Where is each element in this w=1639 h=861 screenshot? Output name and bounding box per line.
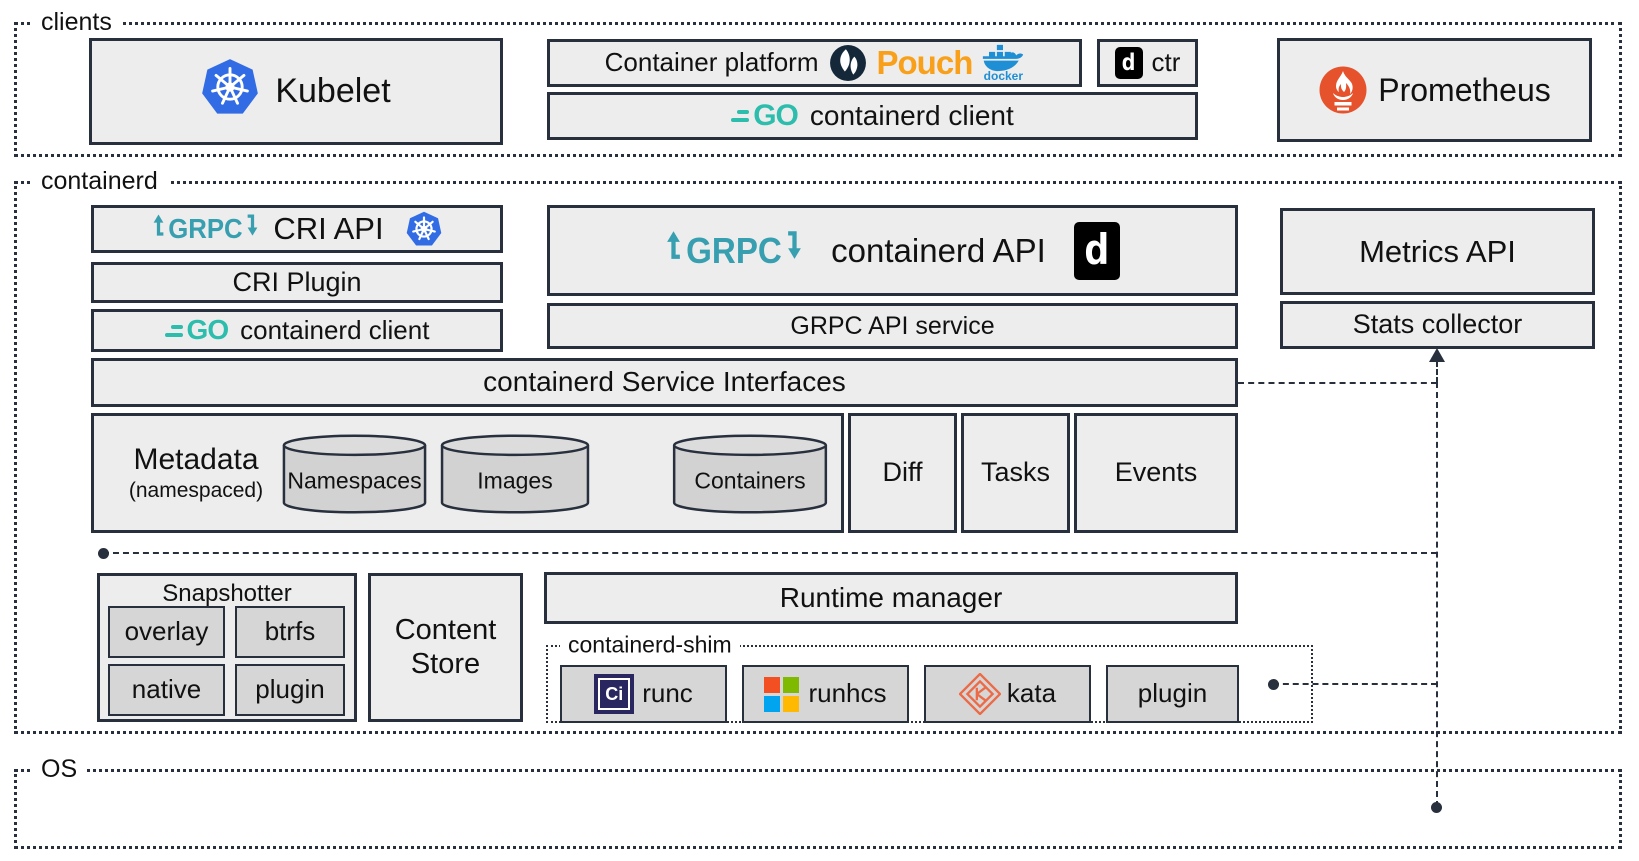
containerd-shim-label: containerd-shim <box>560 631 740 659</box>
kata-label: kata <box>1006 678 1057 709</box>
cri-plugin-label: CRI Plugin <box>232 266 362 297</box>
containerd-client-top-label: containerd client <box>809 99 1014 131</box>
connector-vertical-down <box>1436 382 1438 807</box>
service-interfaces-box: containerd Service Interfaces <box>91 358 1238 407</box>
microsoft-icon <box>764 676 800 712</box>
native-snapshotter-label: native <box>131 674 202 705</box>
btrfs-snapshotter-label: btrfs <box>264 616 316 647</box>
grpc-icon: GRPC <box>152 213 259 245</box>
containers-store-label: Containers <box>694 468 806 495</box>
containerd-client-box: GO containerd client <box>91 309 503 352</box>
arrowhead-stats-collector <box>1429 348 1445 362</box>
plugin-snapshotter-label: plugin <box>255 674 325 705</box>
containerd-section: containerd <box>14 167 1622 734</box>
grpc-api-service-label: GRPC API service <box>790 311 995 340</box>
containerd-logo-icon: d <box>1114 47 1143 79</box>
connector-vertical-up <box>1436 361 1438 383</box>
go-icon: GO <box>731 99 799 134</box>
go-icon: GO <box>164 314 229 346</box>
diff-service-box: Diff <box>848 413 957 533</box>
namespaces-store-cylinder: Namespaces <box>281 433 428 515</box>
grpc-api-service-box: GRPC API service <box>547 303 1238 349</box>
connector-dot-os <box>1431 802 1442 813</box>
clients-section: clients <box>14 8 1622 157</box>
prometheus-box: Prometheus <box>1277 38 1592 142</box>
overlay-snapshotter-box: overlay <box>108 606 225 658</box>
container-platform-box: Container platform Pouch docker <box>547 39 1082 87</box>
plugin-shim-label: plugin <box>1137 678 1208 709</box>
tasks-service-label: Tasks <box>980 457 1051 488</box>
containerd-api-box: GRPC containerd API d <box>547 205 1238 296</box>
native-snapshotter-box: native <box>108 664 225 716</box>
docker-icon: docker <box>982 44 1024 82</box>
containerd-client-top-box: GO containerd client <box>547 92 1198 140</box>
plugin-snapshotter-box: plugin <box>235 664 345 716</box>
metrics-api-label: Metrics API <box>1359 233 1516 269</box>
connector-service-interfaces-to-stats <box>1238 382 1437 384</box>
ctr-label: ctr <box>1151 47 1181 78</box>
images-store-cylinder: Images <box>439 433 591 515</box>
containerd-section-label: containerd <box>31 167 168 197</box>
connector-dot-left <box>98 548 109 559</box>
docker-wordmark: docker <box>983 69 1024 83</box>
metadata-title: Metadata <box>133 442 259 476</box>
runhcs-shim-box: runhcs <box>742 665 909 723</box>
kubernetes-icon <box>406 211 442 247</box>
grpc-icon: GRPC <box>665 230 803 271</box>
metadata-text: Metadata (namespaced) <box>106 416 286 530</box>
snapshotter-title: Snapshotter <box>162 580 292 607</box>
metrics-api-box: Metrics API <box>1280 208 1595 295</box>
kubernetes-icon <box>201 58 259 125</box>
kubelet-box: Kubelet <box>89 38 503 145</box>
pouch-wordmark: Pouch <box>876 44 974 82</box>
ctr-box: d ctr <box>1097 39 1198 87</box>
events-service-label: Events <box>1114 457 1198 488</box>
stats-collector-label: Stats collector <box>1352 309 1523 340</box>
namespaces-store-label: Namespaces <box>287 468 422 495</box>
metadata-box: Metadata (namespaced) Namespaces Images … <box>91 413 844 533</box>
kata-shim-box: kata <box>924 665 1091 723</box>
kata-icon <box>958 673 1001 715</box>
runhcs-label: runhcs <box>808 678 887 709</box>
diff-service-label: Diff <box>882 457 923 488</box>
content-store-box: Content Store <box>368 573 523 722</box>
oci-runc-icon: Ci <box>594 674 635 714</box>
runc-label: runc <box>642 678 693 709</box>
pouch-icon <box>829 44 867 82</box>
snapshotter-box: Snapshotter overlay btrfs native plugin <box>97 573 357 722</box>
runc-shim-box: Ci runc <box>560 665 727 723</box>
plugin-shim-box: plugin <box>1106 665 1239 723</box>
container-platform-label: Container platform <box>604 47 819 78</box>
runtime-manager-box: Runtime manager <box>544 572 1238 624</box>
events-service-box: Events <box>1074 413 1238 533</box>
content-store-label: Content Store <box>394 614 497 680</box>
images-store-label: Images <box>477 468 553 495</box>
os-section: OS <box>14 755 1622 849</box>
connector-shim-row <box>1273 683 1437 685</box>
btrfs-snapshotter-box: btrfs <box>235 606 345 658</box>
runtime-manager-label: Runtime manager <box>779 581 1003 613</box>
os-section-label: OS <box>31 755 88 785</box>
containerd-api-label: containerd API <box>831 231 1046 269</box>
connector-metadata-row <box>103 552 1437 554</box>
connector-dot-shim <box>1268 679 1279 690</box>
clients-section-label: clients <box>31 8 122 38</box>
cri-api-label: CRI API <box>273 211 384 247</box>
prometheus-label: Prometheus <box>1378 71 1551 108</box>
kubelet-label: Kubelet <box>275 71 391 110</box>
overlay-snapshotter-label: overlay <box>124 616 209 647</box>
service-interfaces-label: containerd Service Interfaces <box>483 366 846 398</box>
stats-collector-box: Stats collector <box>1280 301 1595 349</box>
containerd-logo-icon: d <box>1073 221 1120 280</box>
tasks-service-box: Tasks <box>961 413 1070 533</box>
containerd-client-label: containerd client <box>240 314 430 345</box>
metadata-subtitle: (namespaced) <box>128 479 264 503</box>
prometheus-icon <box>1318 65 1368 115</box>
containerd-shim-group: containerd-shim Ci runc runhcs kata <box>546 631 1313 723</box>
cri-plugin-box: CRI Plugin <box>91 262 503 303</box>
cri-api-box: GRPC CRI API <box>91 205 503 253</box>
containers-store-cylinder: Containers <box>671 433 829 515</box>
